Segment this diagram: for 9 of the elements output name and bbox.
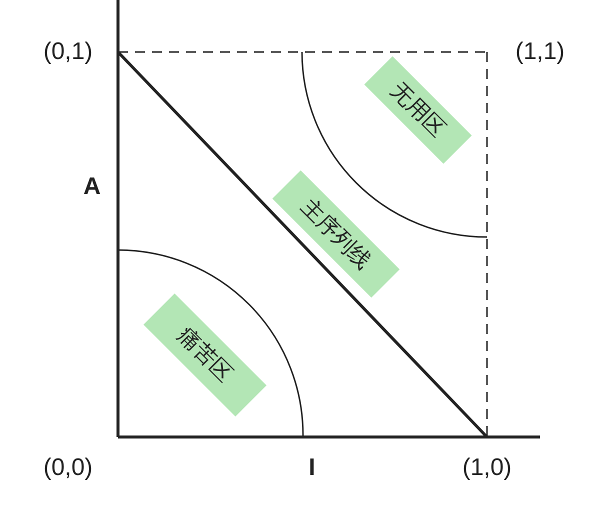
axis-label: I (308, 454, 316, 482)
coordinate-label: (1,1) (515, 38, 565, 66)
coordinate-label: (0,1) (43, 38, 93, 66)
coordinate-label: (0,0) (43, 454, 93, 482)
coordinate-label: (1,0) (462, 454, 512, 482)
region-label: 痛苦区 (143, 293, 267, 417)
region-label: 主序列线 (272, 170, 400, 298)
axis-label: A (83, 173, 101, 201)
region-label: 无用区 (364, 56, 472, 164)
